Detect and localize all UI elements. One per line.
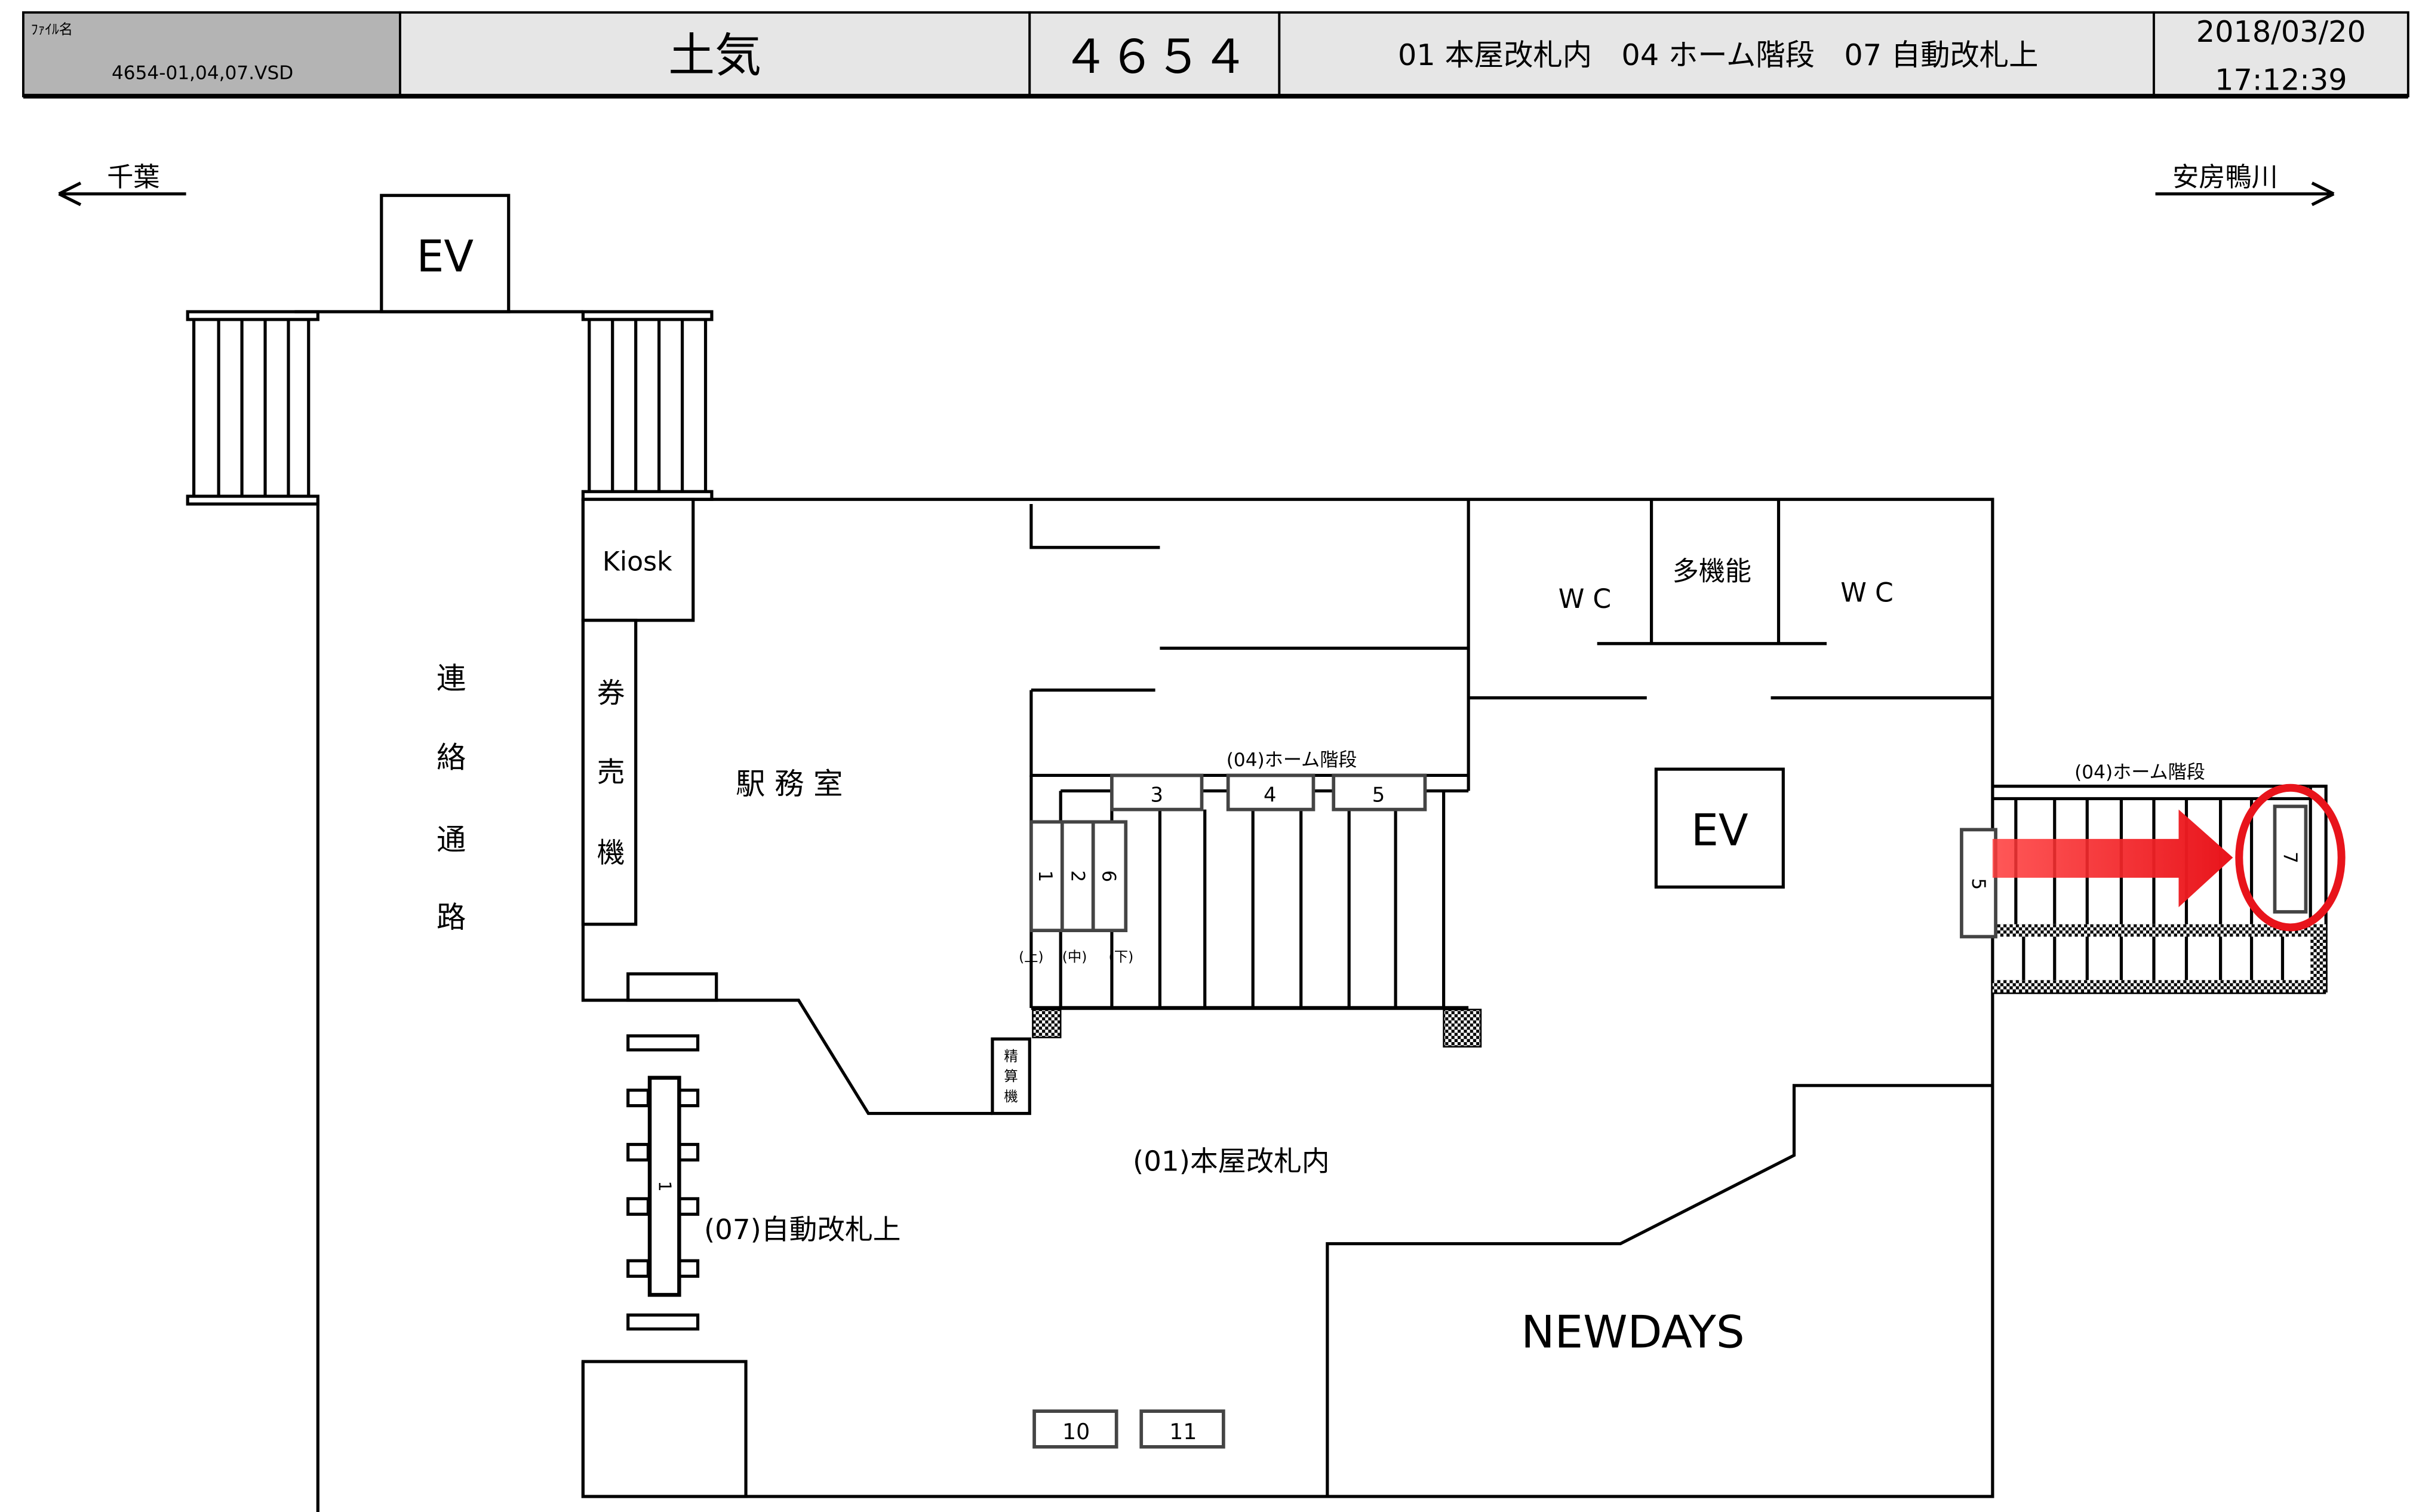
camera-boxes-vertical: 1 2 6 (上) (中) (下) bbox=[1019, 820, 1134, 965]
date: 2018/03/20 bbox=[2196, 14, 2366, 49]
arrow-right-icon bbox=[2155, 182, 2335, 207]
arrow-left-icon bbox=[58, 182, 186, 207]
header-bar: ﾌｧｲﾙ名 4654-01,04,07.VSD 土気 ４６５４ 01 本屋改札内… bbox=[22, 11, 2409, 99]
multipurpose-toilet-label: 多機能 bbox=[1673, 556, 1751, 586]
elevator-middle-label: EV bbox=[1691, 806, 1748, 856]
camera-2: 2 bbox=[1066, 870, 1088, 882]
walls bbox=[316, 497, 1994, 1512]
concourse-label: (01)本屋改札内 bbox=[1133, 1146, 1330, 1178]
camera-locations: 01 本屋改札内 04 ホーム階段 07 自動改札上 bbox=[1398, 38, 2038, 72]
ticket-machine-label: 売 bbox=[597, 757, 625, 789]
ticket-machines bbox=[581, 619, 638, 926]
room-bottom-left bbox=[581, 1360, 748, 1498]
ticket-machine-label: 券 bbox=[597, 677, 625, 709]
hatched-pillar bbox=[1032, 1009, 1062, 1038]
hatched-edge bbox=[2310, 924, 2326, 993]
camera-position-middle: (中) bbox=[1062, 948, 1087, 965]
stairs-top-left bbox=[186, 310, 319, 506]
stairs-right-label: (04)ホーム階段 bbox=[2074, 762, 2205, 783]
camera-box-right-7 bbox=[2273, 804, 2308, 914]
camera-gate-1: 1 bbox=[655, 1181, 675, 1192]
direction-right: 安房鴨川 bbox=[2155, 162, 2335, 207]
direction-right-label: 安房鴨川 bbox=[2172, 162, 2278, 193]
corridor-label: 通 bbox=[437, 822, 466, 857]
camera-1: 1 bbox=[1034, 870, 1056, 882]
gate-area-label: (07)自動改札上 bbox=[704, 1214, 901, 1246]
station-name: 土気 bbox=[668, 29, 761, 83]
hatched-edge bbox=[1992, 980, 2326, 993]
hatched-pillar bbox=[1443, 1009, 1482, 1048]
kiosk-label: Kiosk bbox=[603, 547, 672, 577]
camera-right-5: 5 bbox=[1968, 878, 1989, 890]
highlight-arrow-icon bbox=[1992, 809, 2233, 908]
camera-10: 10 bbox=[1062, 1419, 1090, 1445]
station-code: ４６５４ bbox=[1062, 30, 1249, 84]
file-label: ﾌｧｲﾙ名 bbox=[31, 21, 73, 38]
hatched-edge bbox=[1992, 924, 2326, 937]
fare-adjust-label: 精 bbox=[1004, 1047, 1018, 1064]
elevator-top bbox=[380, 193, 511, 314]
fare-adjustment-machine bbox=[991, 1037, 1031, 1115]
camera-4: 4 bbox=[1264, 783, 1276, 807]
camera-position-upper: (上) bbox=[1019, 948, 1044, 965]
ticket-gates bbox=[626, 972, 718, 1331]
camera-boxes-top: 3 4 5 bbox=[1110, 773, 1427, 812]
shop-label: NEWDAYS bbox=[1521, 1306, 1744, 1359]
file-name: 4654-01,04,07.VSD bbox=[112, 62, 293, 84]
camera-3: 3 bbox=[1150, 783, 1163, 807]
fare-adjust-label: 算 bbox=[1004, 1068, 1018, 1084]
ticket-machine-label: 機 bbox=[597, 837, 625, 869]
camera-5: 5 bbox=[1372, 783, 1385, 807]
wc-right-label: W C bbox=[1840, 578, 1893, 609]
camera-6: 6 bbox=[1098, 870, 1119, 882]
corridor-label: 絡 bbox=[437, 740, 466, 775]
elevator-top-label: EV bbox=[416, 232, 474, 282]
corridor-label: 路 bbox=[437, 900, 466, 935]
wc-left-label: W C bbox=[1559, 584, 1611, 614]
camera-box-right-5 bbox=[1960, 828, 1997, 939]
stairs-top-right bbox=[581, 310, 714, 501]
camera-boxes-bottom: 10 11 bbox=[1032, 1409, 1225, 1449]
camera-position-lower: (下) bbox=[1109, 948, 1134, 965]
elevator-middle bbox=[1654, 767, 1785, 889]
direction-left: 千葉 bbox=[58, 162, 186, 207]
station-office-label: 駅 務 室 bbox=[736, 767, 843, 801]
kiosk bbox=[581, 497, 695, 622]
fare-adjust-label: 機 bbox=[1004, 1088, 1018, 1105]
time: 17:12:39 bbox=[2215, 63, 2347, 97]
highlight-circle bbox=[2235, 783, 2346, 932]
stairs-center-label: (04)ホーム階段 bbox=[1227, 749, 1357, 771]
camera-right-7: 7 bbox=[2279, 852, 2301, 863]
camera-11: 11 bbox=[1169, 1419, 1197, 1445]
corridor-label: 連 bbox=[437, 661, 466, 696]
direction-left-label: 千葉 bbox=[107, 162, 159, 193]
